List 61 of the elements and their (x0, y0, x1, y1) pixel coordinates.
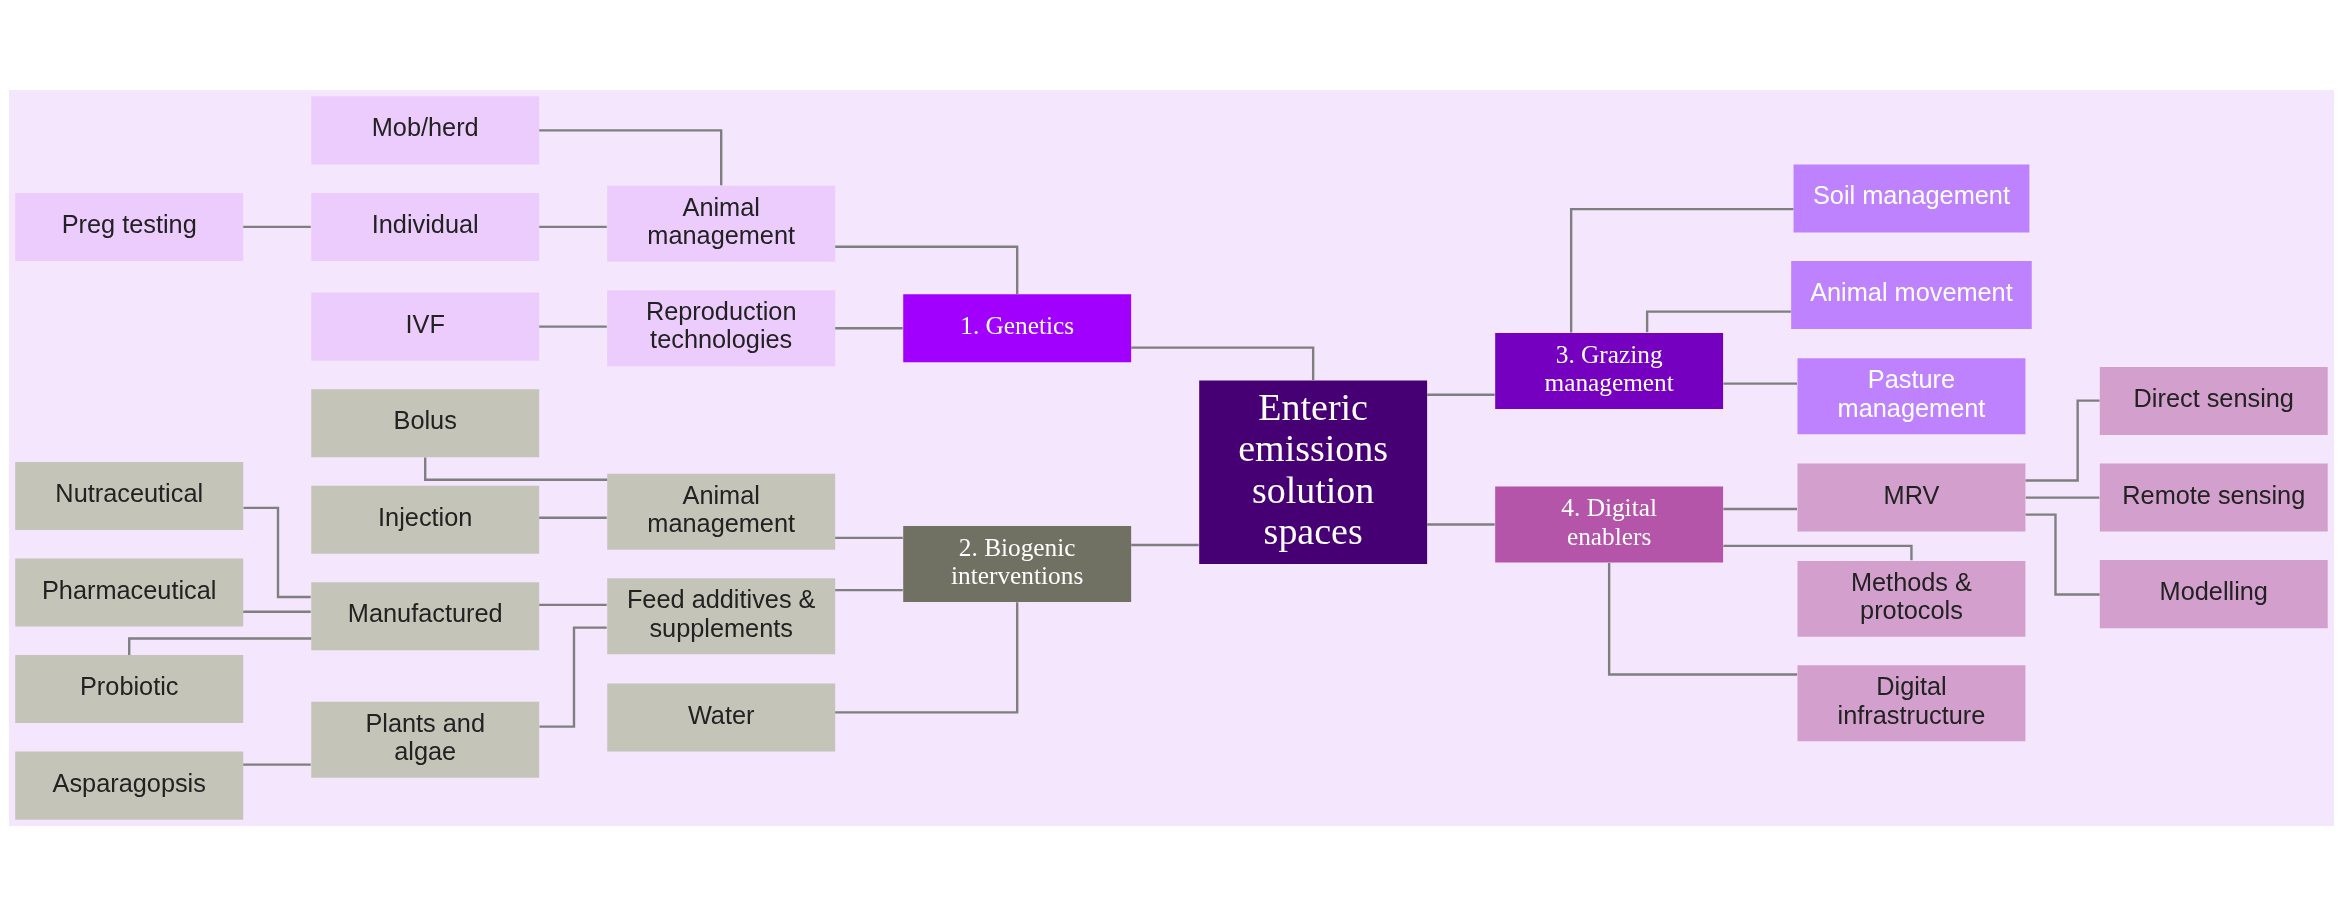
node-box: Mob/herd (311, 96, 540, 165)
connector (1723, 382, 1797, 385)
connector (1569, 207, 1794, 333)
connector (243, 506, 311, 599)
node-box: Nutraceutical (15, 461, 244, 530)
node-box: 3. Grazing management (1495, 332, 1724, 409)
node-box: Methods & protocols (1797, 560, 2026, 637)
node-box: Enteric emissions solution spaces (1199, 380, 1428, 565)
connector (1427, 393, 1495, 396)
connector (2025, 513, 2100, 596)
node-box: Animal movement (1791, 260, 2032, 329)
connector (1607, 563, 1798, 676)
connector (539, 325, 607, 328)
connector (243, 610, 311, 613)
node-box: 1. Genetics (903, 294, 1132, 363)
connector (1427, 523, 1495, 526)
connector (128, 637, 312, 656)
connector (243, 763, 311, 766)
node-box: Remote sensing (2099, 463, 2328, 532)
node-box: Digital infrastructure (1797, 665, 2026, 742)
connector (2025, 496, 2100, 499)
connector (1131, 346, 1315, 381)
node-box: IVF (311, 292, 540, 361)
node-box: MRV (1797, 463, 2026, 532)
node-box: Injection (311, 485, 540, 554)
connector (243, 225, 311, 229)
node-box: Manufactured (311, 582, 540, 651)
node-box: Animal management (607, 473, 836, 550)
connector (835, 588, 903, 592)
connector (539, 129, 723, 186)
node-box: 2. Biogenic interventions (903, 526, 1132, 603)
node-box: Animal management (607, 185, 836, 262)
node-box: Pasture management (1797, 358, 2026, 435)
node-box: Plants and algae (311, 701, 540, 778)
node-box: Asparagopsis (15, 751, 244, 820)
connector (1723, 544, 1913, 561)
connector (1723, 507, 1797, 511)
node-box: Direct sensing (2099, 367, 2328, 436)
node-box: 4. Digital enablers (1495, 486, 1724, 563)
node-box: Reproduction technologies (607, 290, 836, 367)
connector (835, 327, 903, 330)
node-box: Water (607, 683, 836, 752)
connector (1131, 543, 1199, 547)
connector (539, 626, 607, 728)
connector (835, 245, 1019, 295)
node-box: Modelling (2099, 560, 2328, 629)
connector (1645, 310, 1791, 333)
node-box: Probiotic (15, 655, 244, 724)
connector (835, 536, 903, 540)
node-box: Bolus (311, 389, 540, 458)
node-box: Feed additives & supplements (607, 578, 836, 655)
node-box: Preg testing (15, 192, 244, 261)
connector (835, 602, 1019, 714)
connector (539, 225, 607, 229)
node-box: Individual (311, 192, 540, 261)
connector (2025, 399, 2100, 482)
connector (539, 603, 607, 607)
node-box: Pharmaceutical (15, 558, 244, 627)
connector (424, 457, 608, 481)
connector (539, 516, 607, 519)
node-box: Soil management (1793, 164, 2030, 233)
